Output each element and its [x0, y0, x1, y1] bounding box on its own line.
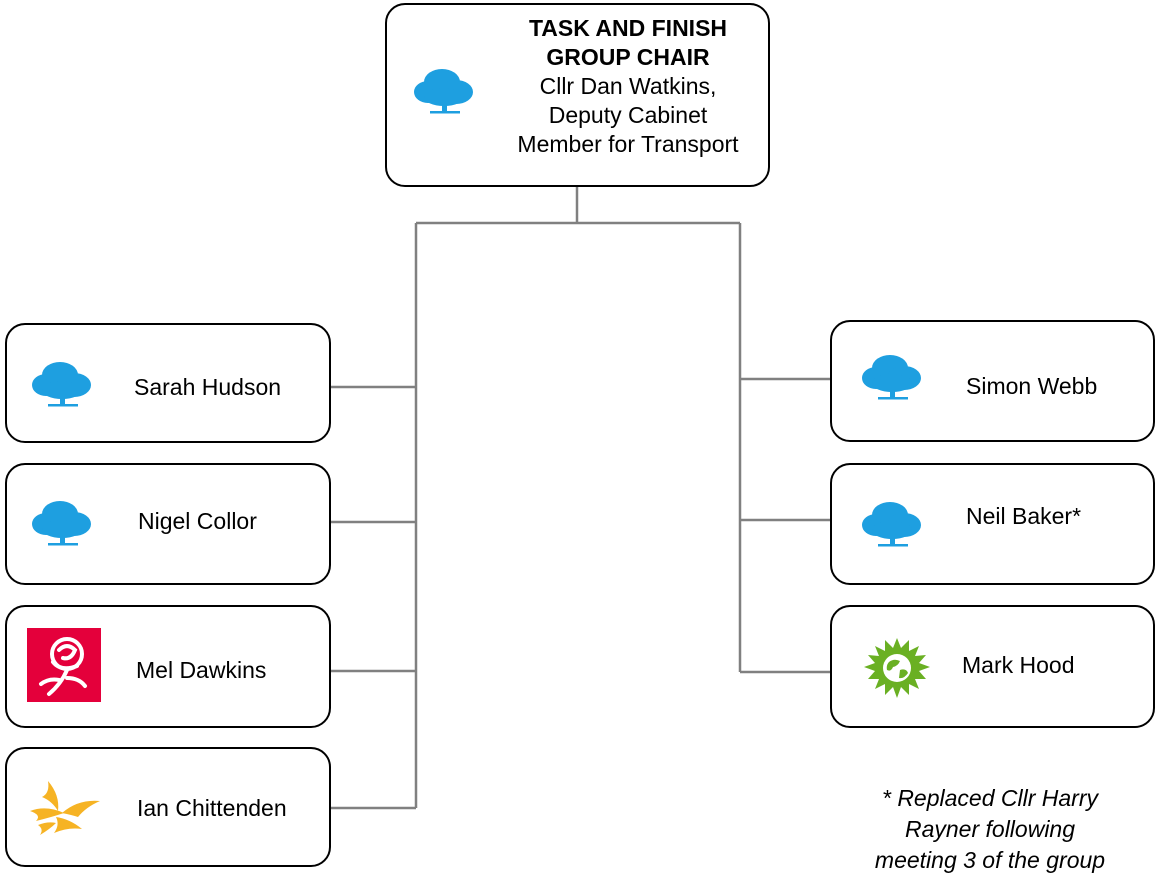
chair-text: TASK AND FINISH GROUP CHAIR Cllr Dan Wat… — [478, 14, 778, 159]
member-name: Mel Dawkins — [136, 657, 267, 683]
chair-detail-line-3: Member for Transport — [517, 131, 739, 157]
chair-title-line-2: GROUP CHAIR — [546, 44, 710, 70]
chair-title-line-1: TASK AND FINISH — [528, 15, 728, 41]
footnote-line-3: meeting 3 of the group — [874, 847, 1106, 873]
member-name: Mark Hood — [962, 652, 1075, 678]
conservative-tree-icon — [862, 502, 921, 547]
member-name: Neil Baker* — [966, 503, 1082, 529]
liberal-democrat-bird-icon — [30, 781, 100, 835]
chair-detail-line-1: Cllr Dan Watkins, — [539, 73, 717, 99]
member-box-ian-chittenden — [5, 747, 331, 867]
member-name: Nigel Collor — [138, 508, 257, 534]
member-name: Simon Webb — [966, 373, 1098, 399]
conservative-tree-icon — [414, 69, 473, 114]
conservative-tree-icon — [32, 362, 91, 407]
member-name: Sarah Hudson — [134, 374, 282, 400]
footnote-line-1: * Replaced Cllr Harry — [881, 785, 1098, 811]
labour-rose-icon — [27, 628, 101, 702]
footnote: * Replaced Cllr Harry Rayner following m… — [830, 783, 1150, 876]
footnote-line-2: Rayner following — [904, 816, 1076, 842]
member-name: Ian Chittenden — [137, 795, 287, 821]
green-party-icon — [864, 638, 930, 698]
conservative-tree-icon — [862, 355, 921, 400]
chair-detail-line-2: Deputy Cabinet — [548, 102, 708, 128]
conservative-tree-icon — [32, 501, 91, 546]
